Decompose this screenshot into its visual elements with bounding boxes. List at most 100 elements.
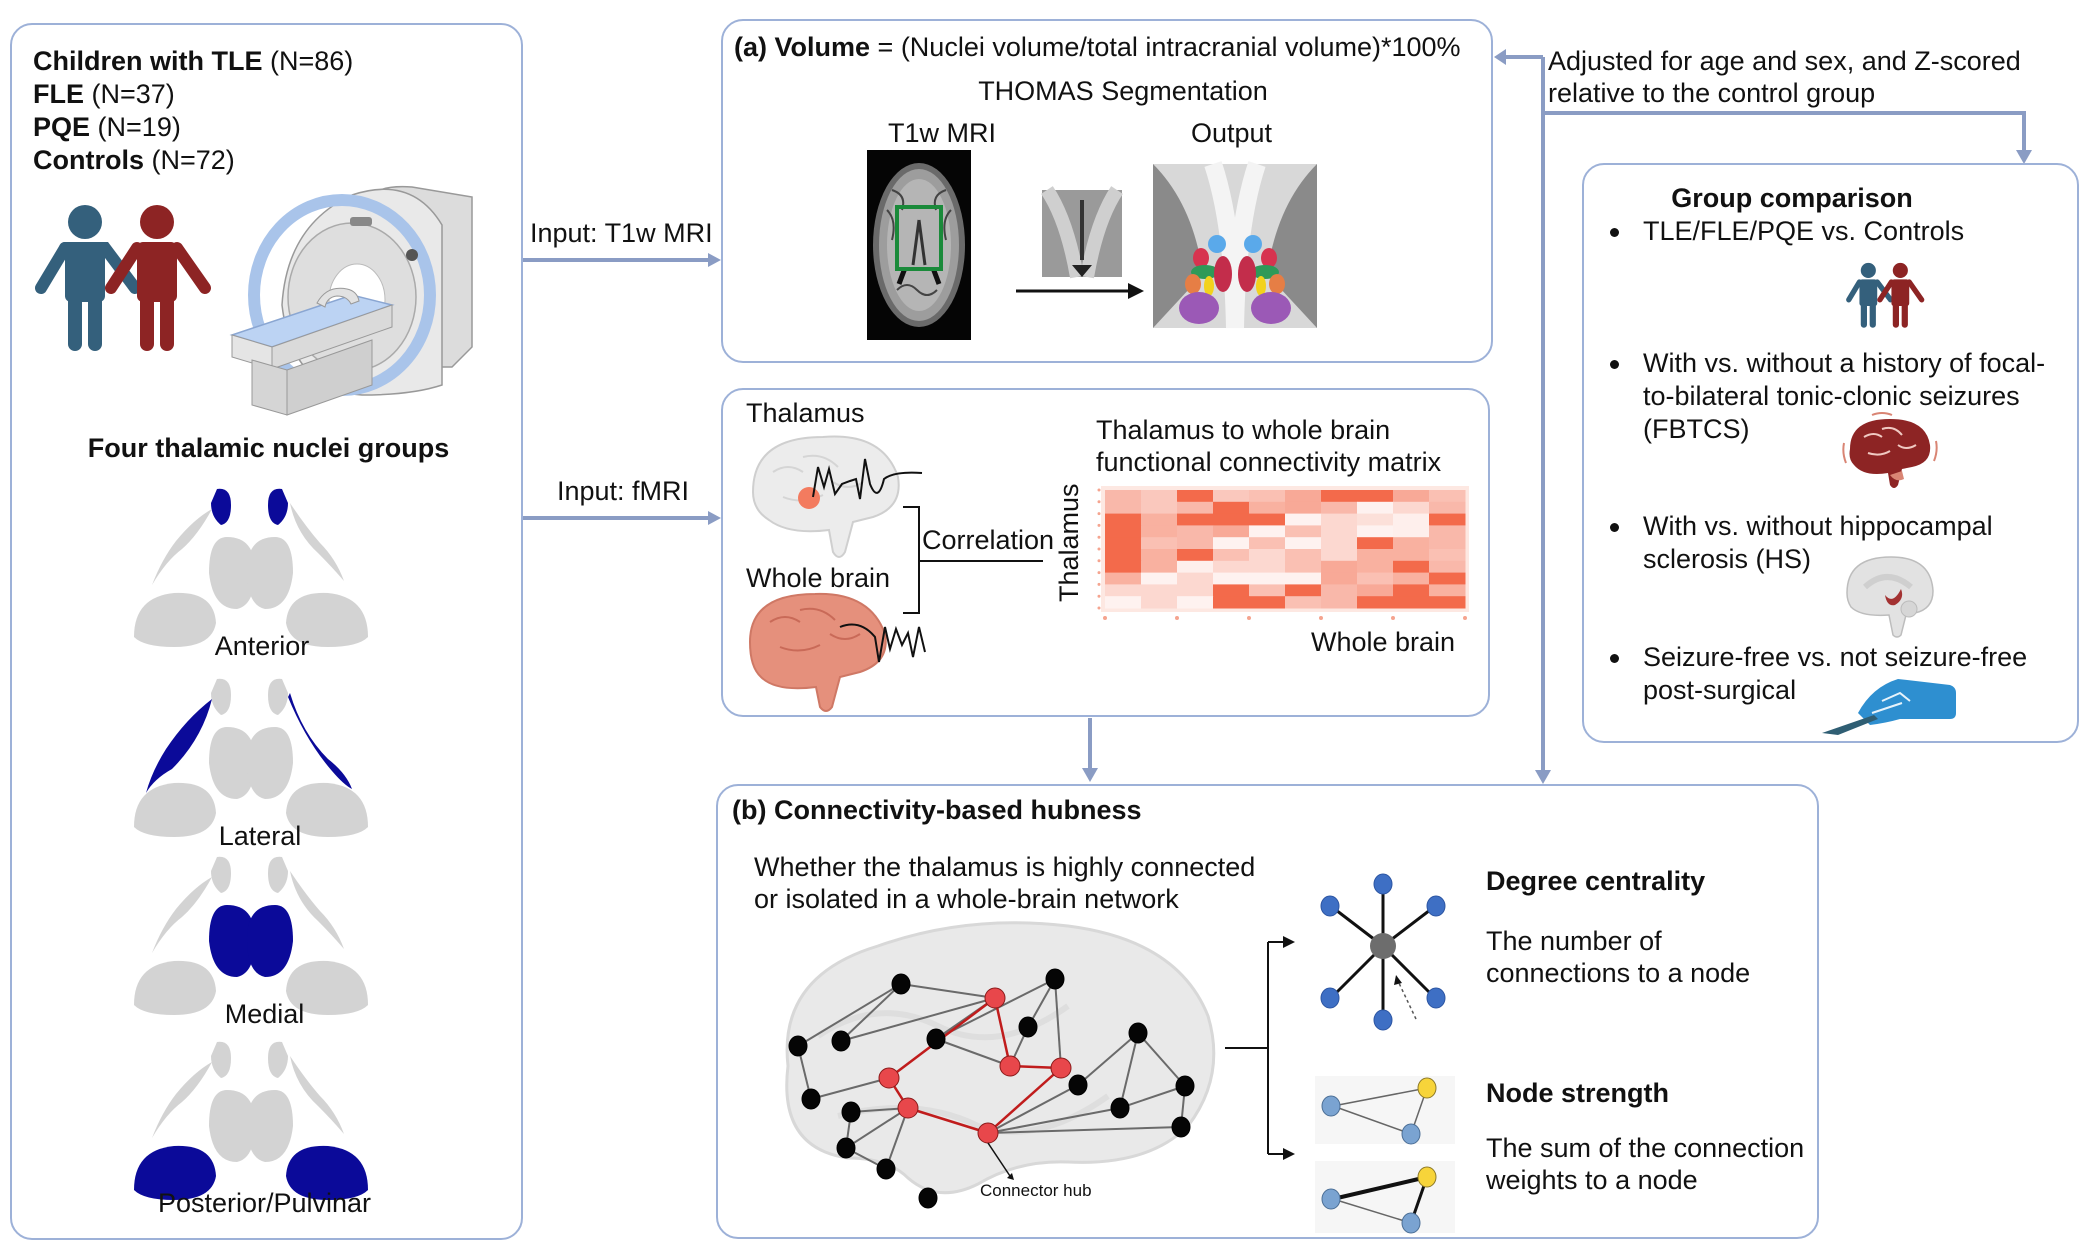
arrow-fmri-to-hubness	[1082, 718, 1098, 782]
heatmap-cell	[1393, 584, 1430, 597]
correlation-bracket	[903, 506, 1043, 614]
input-fmri-label: Input: fMRI	[557, 476, 690, 506]
heatmap-x-tick	[1175, 616, 1179, 620]
network-edge	[987, 1084, 1079, 1134]
fmri-panel: Thalamus Whole brain Correlation Thalamu…	[721, 388, 1490, 717]
network-node	[918, 1187, 938, 1209]
brain-network-graph: Connector hub	[785, 921, 1216, 1209]
nucleus-lateral	[290, 871, 344, 949]
thalamus-nuclei-anterior-icon	[134, 488, 368, 647]
heatmap-cell	[1285, 596, 1322, 609]
hub-node	[1050, 1057, 1072, 1079]
heatmap-cell	[1141, 572, 1178, 585]
heatmap-cell	[1213, 549, 1250, 562]
heatmap-cell	[1105, 572, 1142, 585]
heatmap-cell	[1177, 501, 1214, 515]
network-edge	[900, 983, 996, 999]
hubness-title: (b) Connectivity-based hubness	[732, 795, 1142, 825]
hippocampus-brain-icon	[1846, 556, 1934, 638]
thalamus-crop-image	[1041, 186, 1123, 279]
hub-node	[897, 1097, 919, 1119]
comparison-item-surgery: Seizure-free vs. not seizure-free post-s…	[1610, 641, 2027, 707]
network-node	[876, 1158, 896, 1180]
bullet-icon	[1610, 654, 1619, 663]
nucleus-anterior	[268, 1041, 288, 1078]
heatmap-cell	[1357, 560, 1394, 574]
heatmap-cell	[1393, 560, 1430, 574]
nucleus-lateral	[146, 699, 212, 793]
nuclei-label-medial: Medial	[224, 999, 305, 1029]
heatmap-cell	[1429, 560, 1466, 574]
heatmap-y-tick	[1097, 488, 1101, 492]
heatmap-y-tick	[1097, 500, 1101, 504]
adjust-connectors	[1494, 49, 2032, 784]
heatmap-cell	[1213, 584, 1250, 597]
volume-formula: (a) Volume = (Nuclei volume/total intrac…	[734, 32, 1461, 62]
output-label: Output	[1191, 118, 1273, 148]
heatmap-cell	[1321, 572, 1358, 585]
comparison-item-groups: TLE/FLE/PQE vs. Controls	[1610, 215, 1964, 248]
heatmap-cell	[1393, 525, 1430, 538]
cohort-controls: Controls (N=72)	[33, 145, 235, 175]
heatmap-cell	[1249, 525, 1286, 538]
nucleus-anterior	[268, 678, 288, 715]
network-node	[1110, 1097, 1130, 1119]
hub-node	[977, 1122, 999, 1144]
cohort-fle: FLE (N=37)	[33, 79, 175, 109]
arrow-fmri	[523, 511, 721, 525]
network-node	[1045, 968, 1065, 990]
nucleus-posterior	[134, 1145, 216, 1200]
nuclei-anterior	[132, 487, 382, 657]
nucleus-medial	[209, 905, 255, 977]
nucleus-posterior	[286, 960, 368, 1015]
heatmap-cell	[1105, 596, 1142, 609]
hub-node	[878, 1067, 900, 1089]
heatmap-cell	[1393, 513, 1430, 526]
correlation-label: Correlation	[922, 525, 1055, 555]
node-strength-weak-icon	[1315, 1076, 1455, 1145]
heatmap-cell	[1357, 513, 1394, 526]
nucleus-posterior	[286, 782, 368, 837]
network-edge	[840, 997, 996, 1042]
heatmap-cell	[1105, 549, 1142, 562]
heatmap-x-tick	[1247, 616, 1251, 620]
network-node	[841, 1101, 861, 1123]
network-edge	[987, 1126, 1182, 1134]
heatmap-cell	[1213, 513, 1250, 526]
heatmap-cell	[1141, 525, 1178, 538]
heatmap-cell	[1177, 525, 1214, 538]
heatmap-cell	[1429, 596, 1466, 609]
heatmap-cell	[1141, 490, 1178, 503]
nucleus-lateral	[290, 503, 344, 581]
heatmap-cell	[1285, 537, 1322, 550]
network-node	[831, 1030, 851, 1052]
heatmap-cell	[1213, 560, 1250, 574]
heatmap-y-tick	[1097, 523, 1101, 527]
heatmap-cell	[1321, 560, 1358, 574]
cohort-tle: Children with TLE (N=86)	[33, 46, 354, 76]
hubness-desc-line1: Whether the thalamus is highly connected	[754, 852, 1256, 882]
heatmap-cell	[1285, 584, 1322, 597]
surgery-hand-icon	[1822, 679, 1956, 735]
nucleus-anterior	[211, 856, 231, 893]
heatmap-cell	[1177, 596, 1214, 609]
heatmap-cell	[1429, 549, 1466, 562]
heatmap-y-tick	[1097, 535, 1101, 539]
heatmap-cell	[1321, 513, 1358, 526]
segmentation-arrow	[1016, 283, 1144, 299]
matrix-title-line1: Thalamus to whole brain	[1096, 415, 1391, 445]
nucleus-medial	[209, 1090, 255, 1162]
node-strength-title: Node strength	[1486, 1078, 1670, 1108]
heatmap-y-tick	[1097, 594, 1101, 598]
nucleus-lateral	[152, 509, 212, 585]
nucleus-medial	[247, 727, 293, 799]
adjust-note-line2: relative to the control group	[1548, 78, 1876, 108]
t1w-mri-image	[867, 150, 971, 340]
adjust-note-line1: Adjusted for age and sex, and Z-scored	[1548, 46, 2021, 76]
heatmap-cell	[1105, 513, 1142, 526]
nuclei-lateral	[132, 677, 382, 847]
heatmap-cell	[1285, 501, 1322, 515]
heatmap-cell	[1357, 490, 1394, 503]
nucleus-medial	[209, 537, 255, 609]
node-strength-strong-icon	[1315, 1161, 1455, 1234]
